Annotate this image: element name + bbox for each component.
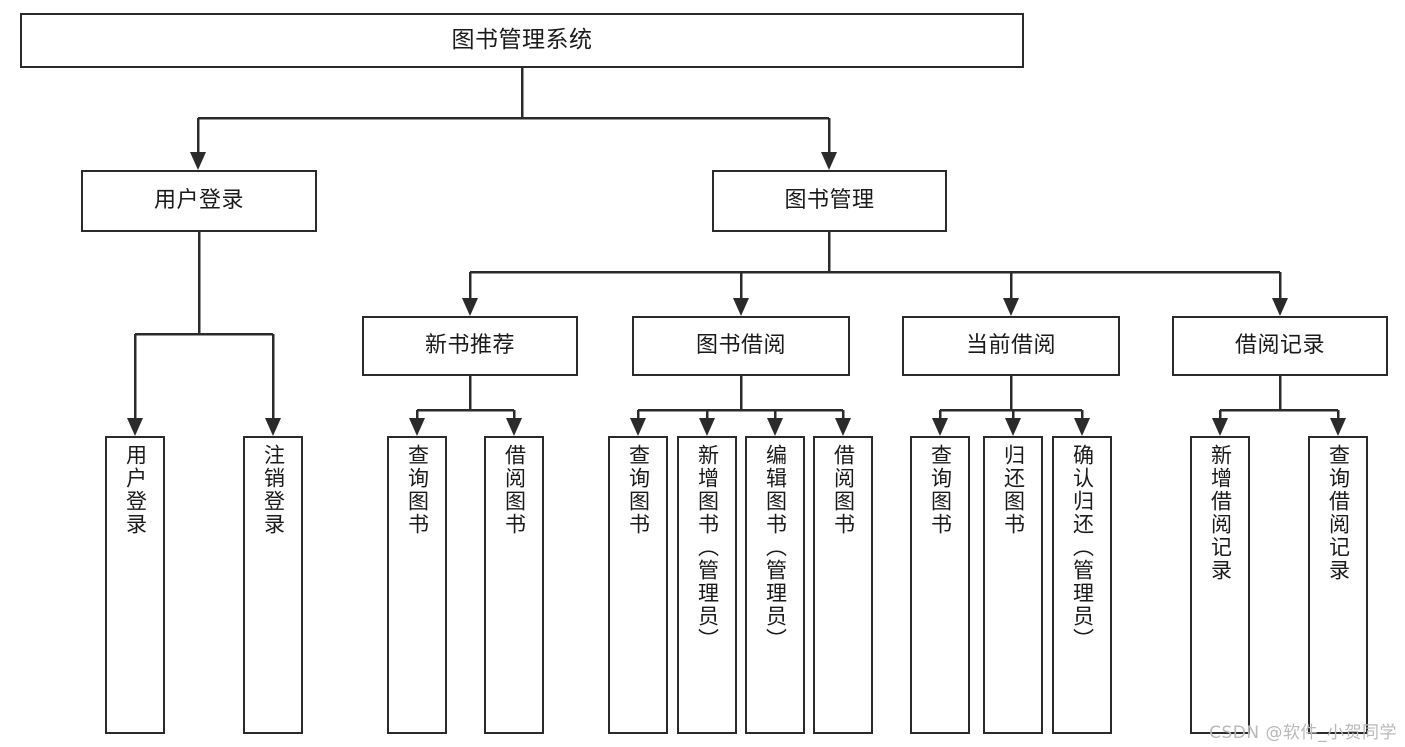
node-leaf-user-login[interactable]: 用户登录 (105, 436, 165, 734)
node-label: 查询借阅记录 (1326, 444, 1351, 582)
arrow-head-15 (1005, 418, 1021, 436)
node-label: 图书管理 (784, 187, 875, 213)
node-leaf-add-record[interactable]: 新增借阅记录 (1190, 436, 1250, 734)
node-book-manage[interactable]: 图书管理 (712, 170, 947, 232)
node-leaf-query-book-2[interactable]: 查询图书 (608, 436, 668, 734)
node-label: 借阅图书 (831, 444, 856, 536)
arrow-head-10 (630, 418, 646, 436)
node-label: 用户登录 (123, 444, 148, 536)
arrow-head-4 (1003, 298, 1019, 316)
node-leaf-confirm-return[interactable]: 确认归还（管理员） (1052, 436, 1112, 734)
arrow-head-17 (1212, 418, 1228, 436)
arrow-head-5 (1272, 298, 1288, 316)
node-label: 借阅记录 (1234, 332, 1325, 358)
node-leaf-logout[interactable]: 注销登录 (243, 436, 303, 734)
arrow-head-12 (767, 418, 783, 436)
arrow-head-1 (821, 152, 837, 170)
node-label: 新书推荐 (424, 332, 515, 358)
node-leaf-query-book-3[interactable]: 查询图书 (910, 436, 970, 734)
node-leaf-query-book-1[interactable]: 查询图书 (387, 436, 447, 734)
node-leaf-query-record[interactable]: 查询借阅记录 (1308, 436, 1368, 734)
node-current-borrow[interactable]: 当前借阅 (902, 316, 1120, 376)
node-leaf-borrow-book-2[interactable]: 借阅图书 (813, 436, 873, 734)
node-label: 新增借阅记录 (1208, 444, 1233, 582)
node-borrow-record[interactable]: 借阅记录 (1172, 316, 1388, 376)
arrow-head-6 (127, 418, 143, 436)
node-book-borrow[interactable]: 图书借阅 (632, 316, 850, 376)
node-leaf-edit-book[interactable]: 编辑图书（管理员） (745, 436, 805, 734)
node-user-login[interactable]: 用户登录 (81, 170, 317, 232)
node-label: 查询图书 (626, 444, 651, 536)
node-label: 查询图书 (405, 444, 430, 536)
csdn-watermark: CSDN @软件_小贺同学 (1209, 723, 1397, 743)
arrow-head-3 (733, 298, 749, 316)
arrow-head-2 (462, 298, 478, 316)
node-label: 当前借阅 (965, 332, 1056, 358)
arrow-head-7 (265, 418, 281, 436)
node-label: 图书管理系统 (451, 26, 593, 53)
node-label: 图书借阅 (695, 332, 786, 358)
arrow-head-11 (699, 418, 715, 436)
node-leaf-add-book[interactable]: 新增图书（管理员） (677, 436, 737, 734)
arrow-head-0 (190, 152, 206, 170)
node-new-book-recommend[interactable]: 新书推荐 (362, 316, 578, 376)
node-leaf-return-book[interactable]: 归还图书 (983, 436, 1043, 734)
arrow-head-9 (506, 418, 522, 436)
arrow-head-18 (1330, 418, 1346, 436)
arrow-head-14 (932, 418, 948, 436)
node-leaf-borrow-book-1[interactable]: 借阅图书 (484, 436, 544, 734)
arrow-head-16 (1074, 418, 1090, 436)
node-label: 查询图书 (928, 444, 953, 536)
node-label: 归还图书 (1001, 444, 1026, 536)
node-label: 编辑图书（管理员） (763, 444, 788, 651)
node-label: 注销登录 (261, 444, 286, 536)
node-label: 用户登录 (153, 187, 244, 213)
node-label: 确认归还（管理员） (1070, 444, 1095, 651)
node-label: 借阅图书 (502, 444, 527, 536)
arrow-head-8 (409, 418, 425, 436)
arrow-head-13 (835, 418, 851, 436)
node-root-book-management-system[interactable]: 图书管理系统 (20, 13, 1024, 68)
node-label: 新增图书（管理员） (695, 444, 720, 651)
